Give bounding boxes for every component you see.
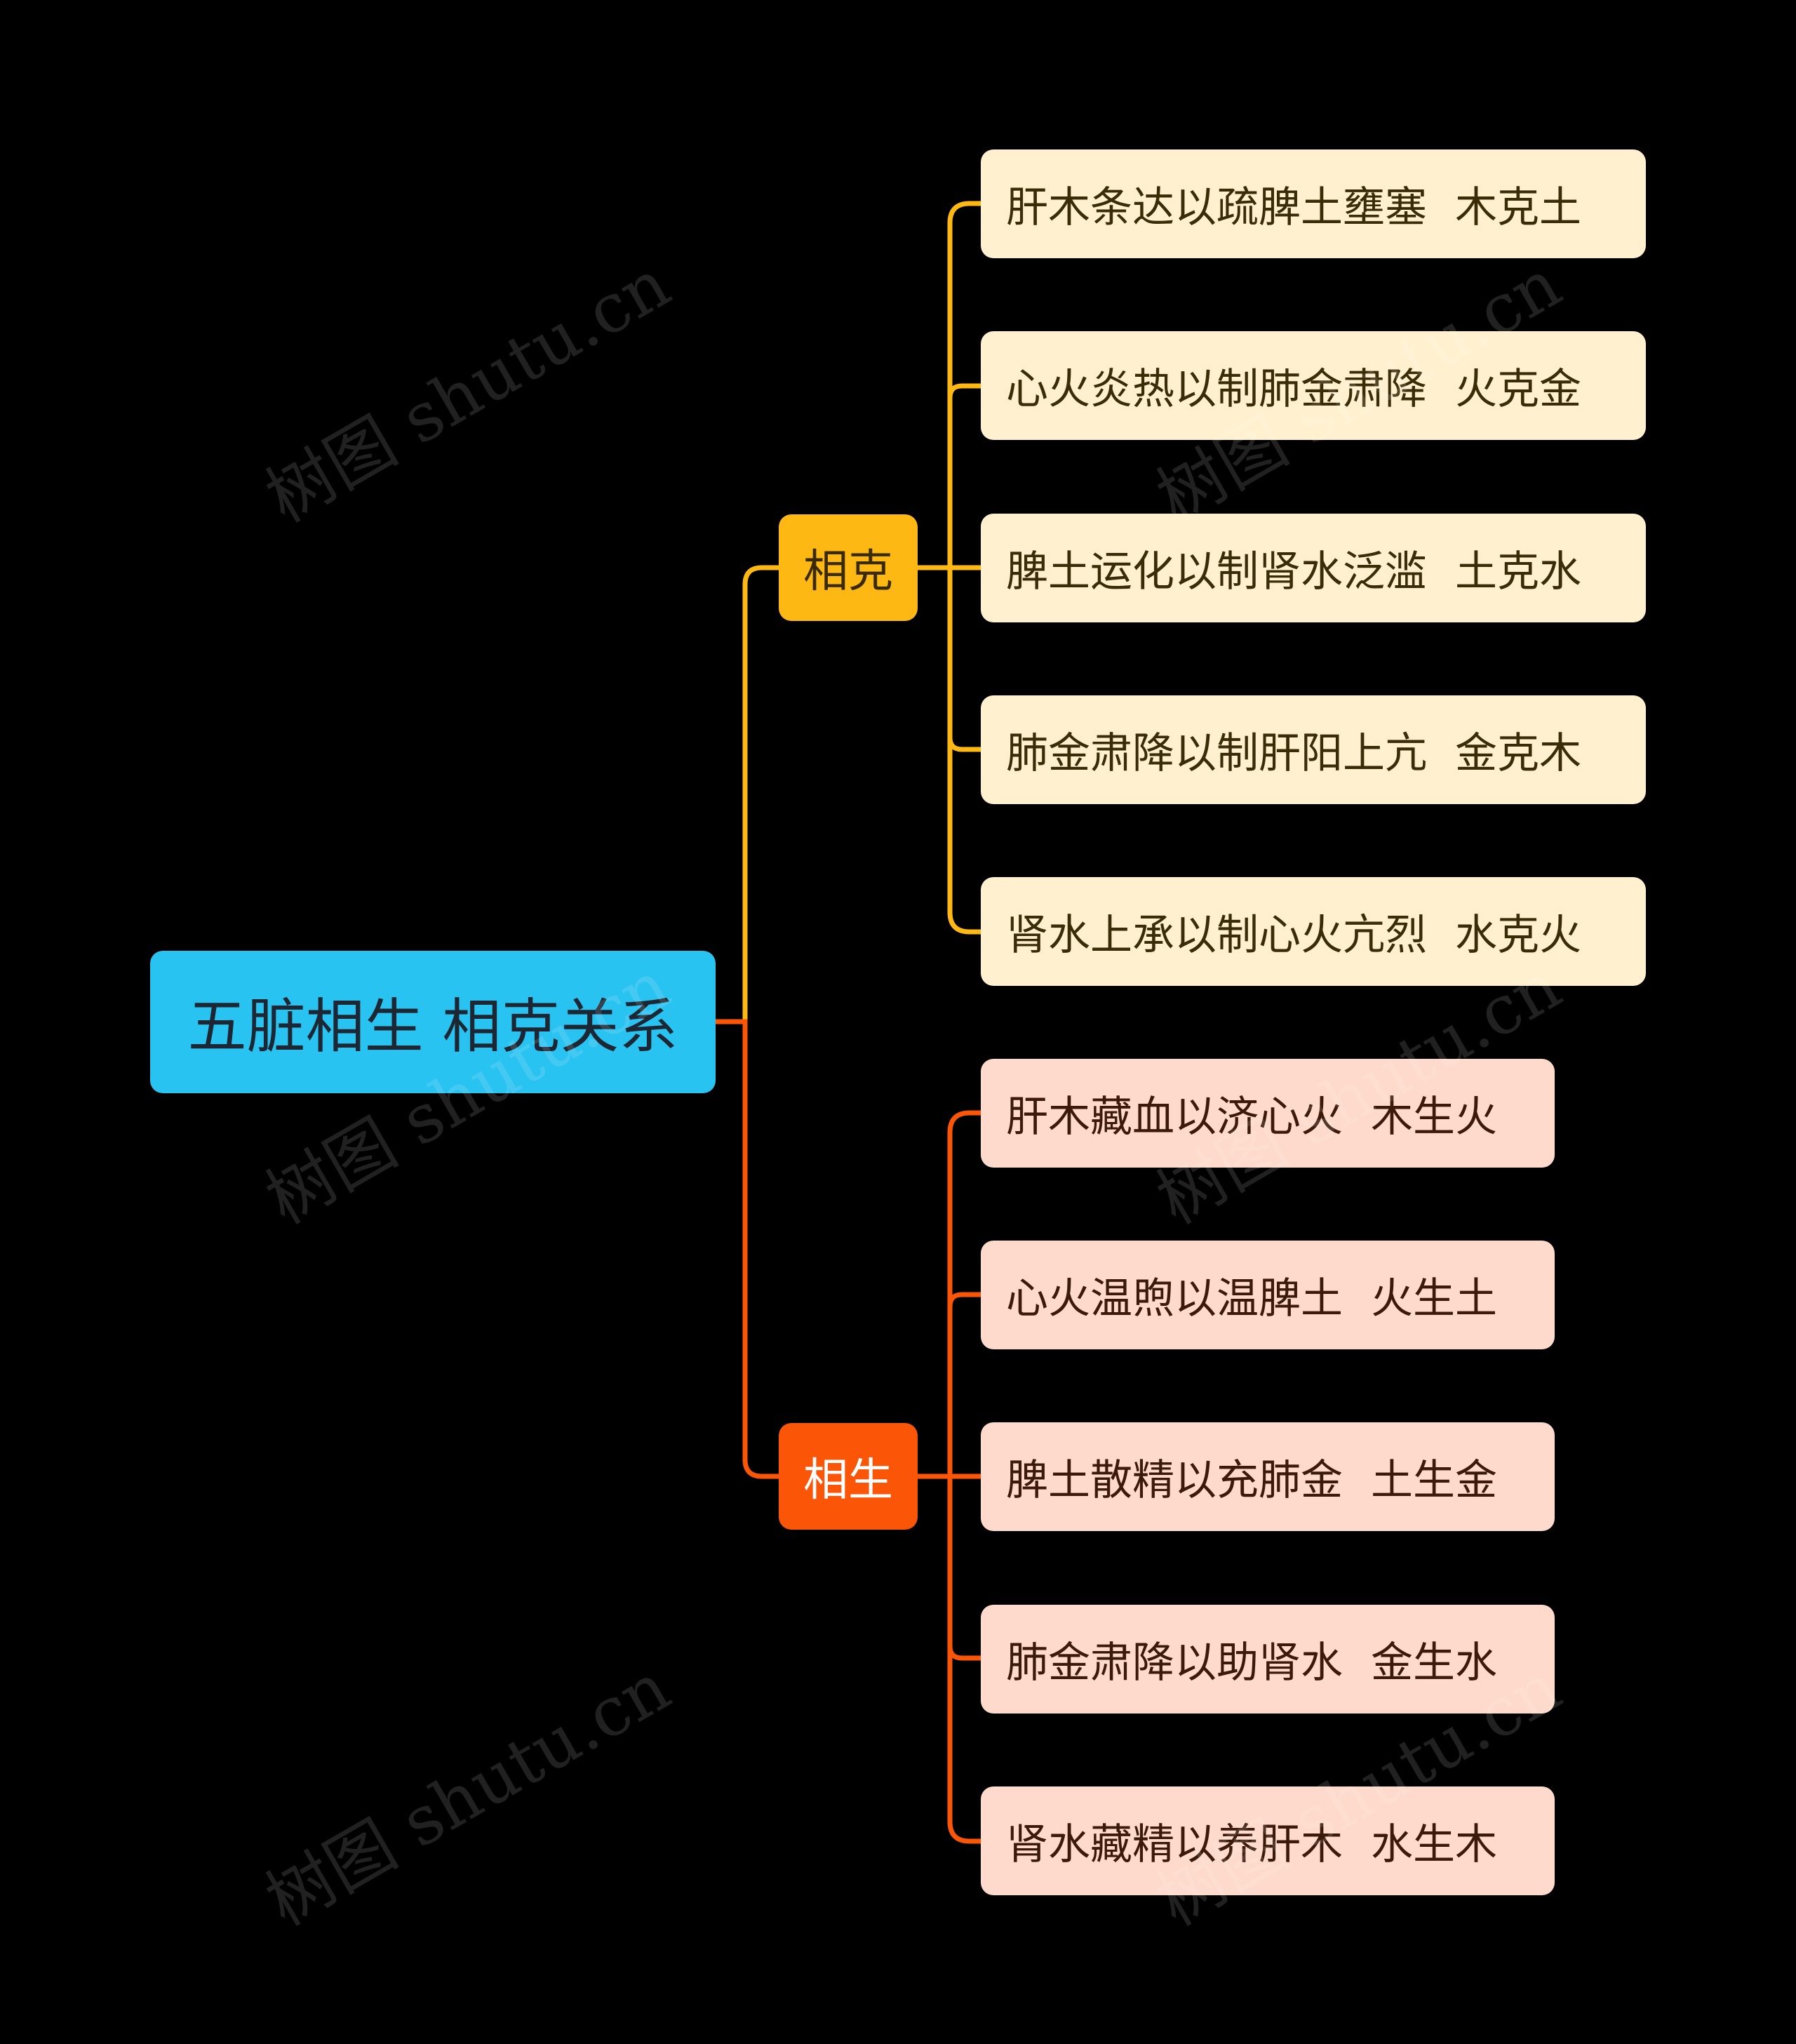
leaf-tag: 木克土 (1455, 183, 1581, 232)
leaf-text: 肝木藏血以济心火 (1006, 1093, 1343, 1142)
leaf-text: 肺金肃降以助肾水 (1006, 1638, 1343, 1688)
leaf-tag: 土生金 (1371, 1456, 1497, 1505)
leaf-node-ke-5[interactable]: 肾水上承以制心火亢烈水克火 (981, 877, 1646, 986)
root-node[interactable]: 五脏相生 相克关系 (150, 951, 716, 1093)
leaf-tag: 火克金 (1455, 365, 1581, 414)
leaf-text: 肾水上承以制心火亢烈 (1006, 911, 1427, 960)
leaf-text: 心火炎热以制肺金肃降 (1006, 365, 1427, 414)
leaf-text: 脾土运化以制肾水泛滥 (1006, 547, 1427, 596)
leaf-text: 肾水藏精以养肝木 (1006, 1820, 1343, 1869)
leaf-tag: 木生火 (1371, 1093, 1497, 1142)
leaf-text: 心火温煦以温脾土 (1006, 1274, 1343, 1323)
leaf-node-ke-4[interactable]: 肺金肃降以制肝阳上亢金克木 (981, 695, 1646, 804)
leaf-node-sheng-5[interactable]: 肾水藏精以养肝木水生木 (981, 1786, 1555, 1895)
connector-sheng-leaf-2 (947, 1292, 981, 1307)
leaf-tag: 土克水 (1455, 547, 1581, 596)
branch-node-xiangsheng[interactable]: 相生 (779, 1423, 918, 1530)
connector-sheng-leaf-4 (947, 1645, 981, 1661)
connector-root-ke (716, 565, 779, 1024)
branch-label: 相克 (803, 546, 893, 598)
leaf-node-sheng-2[interactable]: 心火温煦以温脾土火生土 (981, 1241, 1555, 1349)
leaf-text: 肝木条达以疏脾土壅塞 (1006, 183, 1427, 232)
leaf-tag: 水克火 (1455, 911, 1581, 960)
connector-root-sheng (716, 1019, 779, 1479)
leaf-node-ke-3[interactable]: 脾土运化以制肾水泛滥土克水 (981, 514, 1646, 622)
leaf-node-sheng-3[interactable]: 脾土散精以充肺金土生金 (981, 1422, 1555, 1531)
leaf-tag: 火生土 (1371, 1274, 1497, 1323)
branch-label: 相生 (803, 1455, 893, 1507)
leaf-node-sheng-1[interactable]: 肝木藏血以济心火木生火 (981, 1059, 1555, 1168)
leaf-tag: 金生水 (1371, 1638, 1497, 1688)
leaf-tag: 水生木 (1371, 1820, 1497, 1869)
branch-node-xiangke[interactable]: 相克 (779, 514, 918, 621)
leaf-node-ke-2[interactable]: 心火炎热以制肺金肃降火克金 (981, 331, 1646, 440)
leaf-node-ke-1[interactable]: 肝木条达以疏脾土壅塞木克土 (981, 149, 1646, 258)
leaf-text: 肺金肃降以制肝阳上亢 (1006, 729, 1427, 778)
leaf-node-sheng-4[interactable]: 肺金肃降以助肾水金生水 (981, 1605, 1555, 1714)
connector-sheng-spine (947, 1110, 981, 1844)
connector-ke-spine (947, 201, 981, 935)
root-label: 五脏相生 相克关系 (187, 992, 678, 1061)
connector-ke-leaf-4 (947, 737, 981, 752)
leaf-tag: 金克木 (1455, 729, 1581, 778)
connector-ke-leaf-2 (947, 383, 981, 399)
leaf-text: 脾土散精以充肺金 (1006, 1456, 1343, 1505)
